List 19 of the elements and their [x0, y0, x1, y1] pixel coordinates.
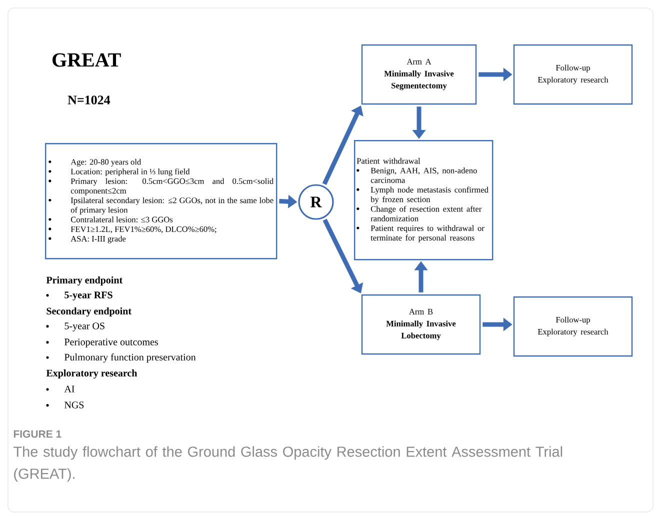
- arm-box: Arm A Minimally Invasive Segmentectomy: [361, 44, 477, 105]
- bullet-item: Pulmonary function preservation: [46, 353, 196, 363]
- caption: The study flowchart of the Ground Glass Opacity Resection Extent Assessment Trial (GREAT).: [14, 446, 562, 482]
- section-heading: Secondary endpoint: [46, 307, 132, 317]
- bullet-item: NGS: [46, 402, 84, 408]
- bullet-item: AI: [46, 386, 74, 392]
- sample-size: N=1024: [68, 96, 110, 104]
- title: GREAT: [52, 53, 121, 67]
- section-heading: Primary endpoint: [46, 276, 123, 286]
- criteria-box: Age: 20-80 years old Location: peripheral in ⅓ lung field Primary lesion: 0.5cm<GGO≤3cm and 0.5cm<solid component≤2cm Ipsilateral secondary lesion: ≤2 GGOs, not in the same lobe of primary lesion Contralateral lesion: ≤3 GGOs FEV1≥1.2L, FEV1%≥60%, DLCO%≥60%; ASA: I-III grade: [45, 143, 278, 260]
- follow-up-box: Follow-up Exploratory research: [513, 44, 633, 105]
- bullet-item: Perioperative outcomes: [46, 338, 158, 348]
- follow-up-box: Follow-up Exploratory research: [513, 296, 633, 357]
- arm-box: Arm B Minimally Invasive Lobectomy: [361, 294, 481, 355]
- figure-label: FIGURE 1: [14, 430, 62, 438]
- bullet-item: 5-year RFS: [46, 292, 112, 300]
- section-heading: Exploratory research: [46, 369, 138, 379]
- withdrawal-box: Patient withdrawal Benign, AAH, AIS, non-adeno carcinoma Lymph node metastasis confirmed by frozen section Change of resection extent after randomization Patient requires to withdrawal or terminate for personal reasons: [354, 140, 494, 260]
- bullet-item: 5-year OS: [46, 322, 104, 332]
